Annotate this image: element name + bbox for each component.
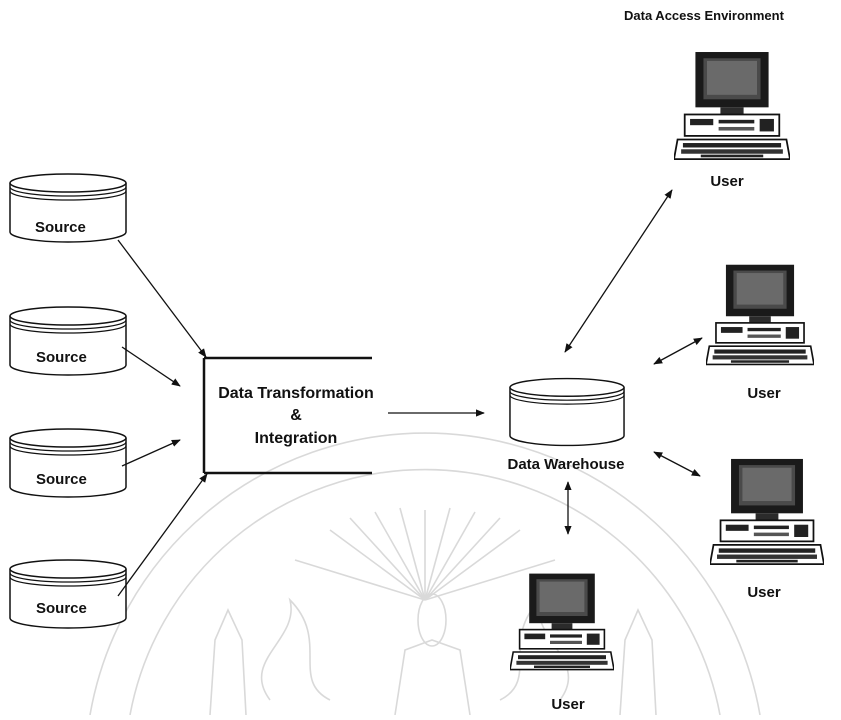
arrow-user-2	[653, 337, 703, 365]
user-workstation-1: User	[674, 50, 790, 190]
source-label-4: Source	[36, 600, 87, 617]
source-database-1: Source	[9, 173, 127, 243]
user-label-2: User	[747, 385, 781, 402]
transformation-label-line3: Integration	[255, 430, 338, 447]
warehouse-label: Data Warehouse	[508, 456, 625, 473]
database-cylinder-icon	[9, 559, 127, 629]
user-label-3: User	[747, 584, 781, 601]
source-database-2: Source	[9, 306, 127, 376]
user-access-arrows	[564, 189, 703, 535]
data-access-environment-label: Data Access Environment	[624, 8, 785, 23]
source-database-3: Source	[9, 428, 127, 498]
user-workstation-3: User	[710, 457, 824, 601]
transformation-label-line1: Data Transformation	[218, 385, 374, 402]
desktop-computer-icon	[706, 263, 814, 366]
arrow-source-3	[121, 439, 181, 467]
desktop-computer-icon	[674, 50, 790, 161]
source-label-2: Source	[36, 349, 87, 366]
watermark-seal-graphic	[89, 432, 761, 716]
data-warehouse: Data Warehouse	[508, 377, 625, 473]
user-label-4: User	[551, 696, 585, 713]
user-workstation-4: User	[510, 572, 614, 713]
source-database-4: Source	[9, 559, 127, 629]
arrow-source-4	[117, 473, 208, 597]
source-label-1: Source	[35, 219, 86, 236]
user-workstation-2: User	[706, 263, 814, 402]
user-label-1: User	[710, 173, 744, 190]
arrow-source-1	[117, 239, 207, 358]
source-arrows	[117, 239, 208, 597]
source-label-3: Source	[36, 471, 87, 488]
transformation-integration-block: Data Transformation & Integration	[202, 356, 374, 475]
arrow-source-2	[121, 346, 181, 387]
database-cylinder-icon	[509, 377, 625, 447]
desktop-computer-icon	[710, 457, 824, 566]
transformation-label-line2: &	[290, 407, 302, 424]
arrow-user-1	[564, 189, 673, 353]
arrow-user-3	[653, 451, 701, 477]
